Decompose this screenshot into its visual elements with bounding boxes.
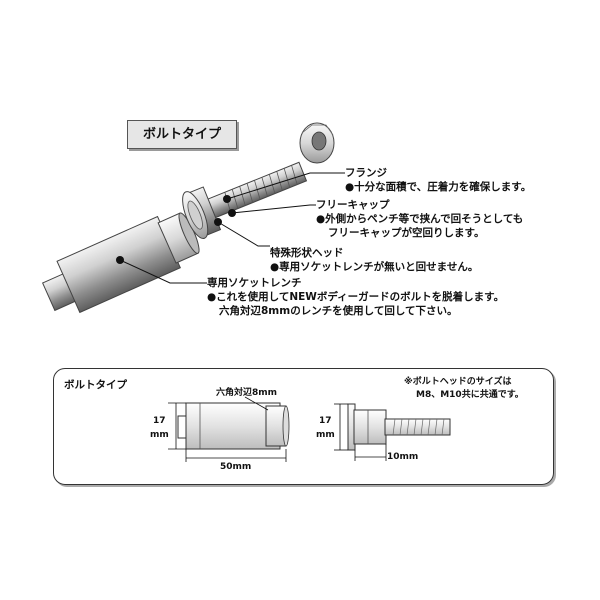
panel-socket-dims (168, 396, 287, 462)
socket-label: 専用ソケットレンチ (207, 277, 302, 289)
free-cap-desc-1: ●外側からペンチ等で挟んで回そうとしても (316, 213, 524, 225)
special-head-label: 特殊形状ヘッド (270, 247, 344, 259)
socket-length-label: 50mm (220, 462, 252, 472)
free-cap (299, 122, 335, 164)
panel-title: ボルトタイプ (64, 379, 127, 391)
panel-note-1: ※ボルトヘッドのサイズは (404, 377, 512, 387)
socket-wrench (41, 212, 200, 314)
dimension-panel (53, 368, 554, 485)
socket-height-value: 17 (153, 416, 166, 426)
hex-size-label: 六角対辺8mm (216, 388, 278, 398)
panel-bolt-drawing (347, 403, 451, 451)
bolt-height-unit: mm (316, 430, 335, 440)
bolt (182, 161, 308, 239)
leader-lines (119, 172, 345, 284)
bolt-head-width-label: 10mm (387, 452, 419, 462)
socket-height-unit: mm (150, 430, 169, 440)
flange-label: フランジ (345, 167, 387, 179)
socket-desc-1: ●これを使用してNEWボディーガードのボルトを脱着します。 (207, 291, 505, 303)
free-cap-desc-2: フリーキャップが空回りします。 (328, 227, 485, 239)
free-cap-label: フリーキャップ (316, 199, 390, 211)
panel-bolt-dims (334, 403, 387, 461)
socket-desc-2: 六角対辺8mmのレンチを使用して回して下さい。 (219, 305, 458, 317)
panel-socket-drawing (177, 402, 290, 450)
flange-desc: ●十分な面積で、圧着力を確保します。 (345, 181, 532, 193)
panel-note-2: M8、M10共に共通です。 (416, 390, 524, 400)
special-head-desc: ●専用ソケットレンチが無いと回せません。 (270, 261, 479, 273)
section-title: ボルトタイプ (127, 120, 237, 149)
bolt-height-value: 17 (319, 416, 332, 426)
